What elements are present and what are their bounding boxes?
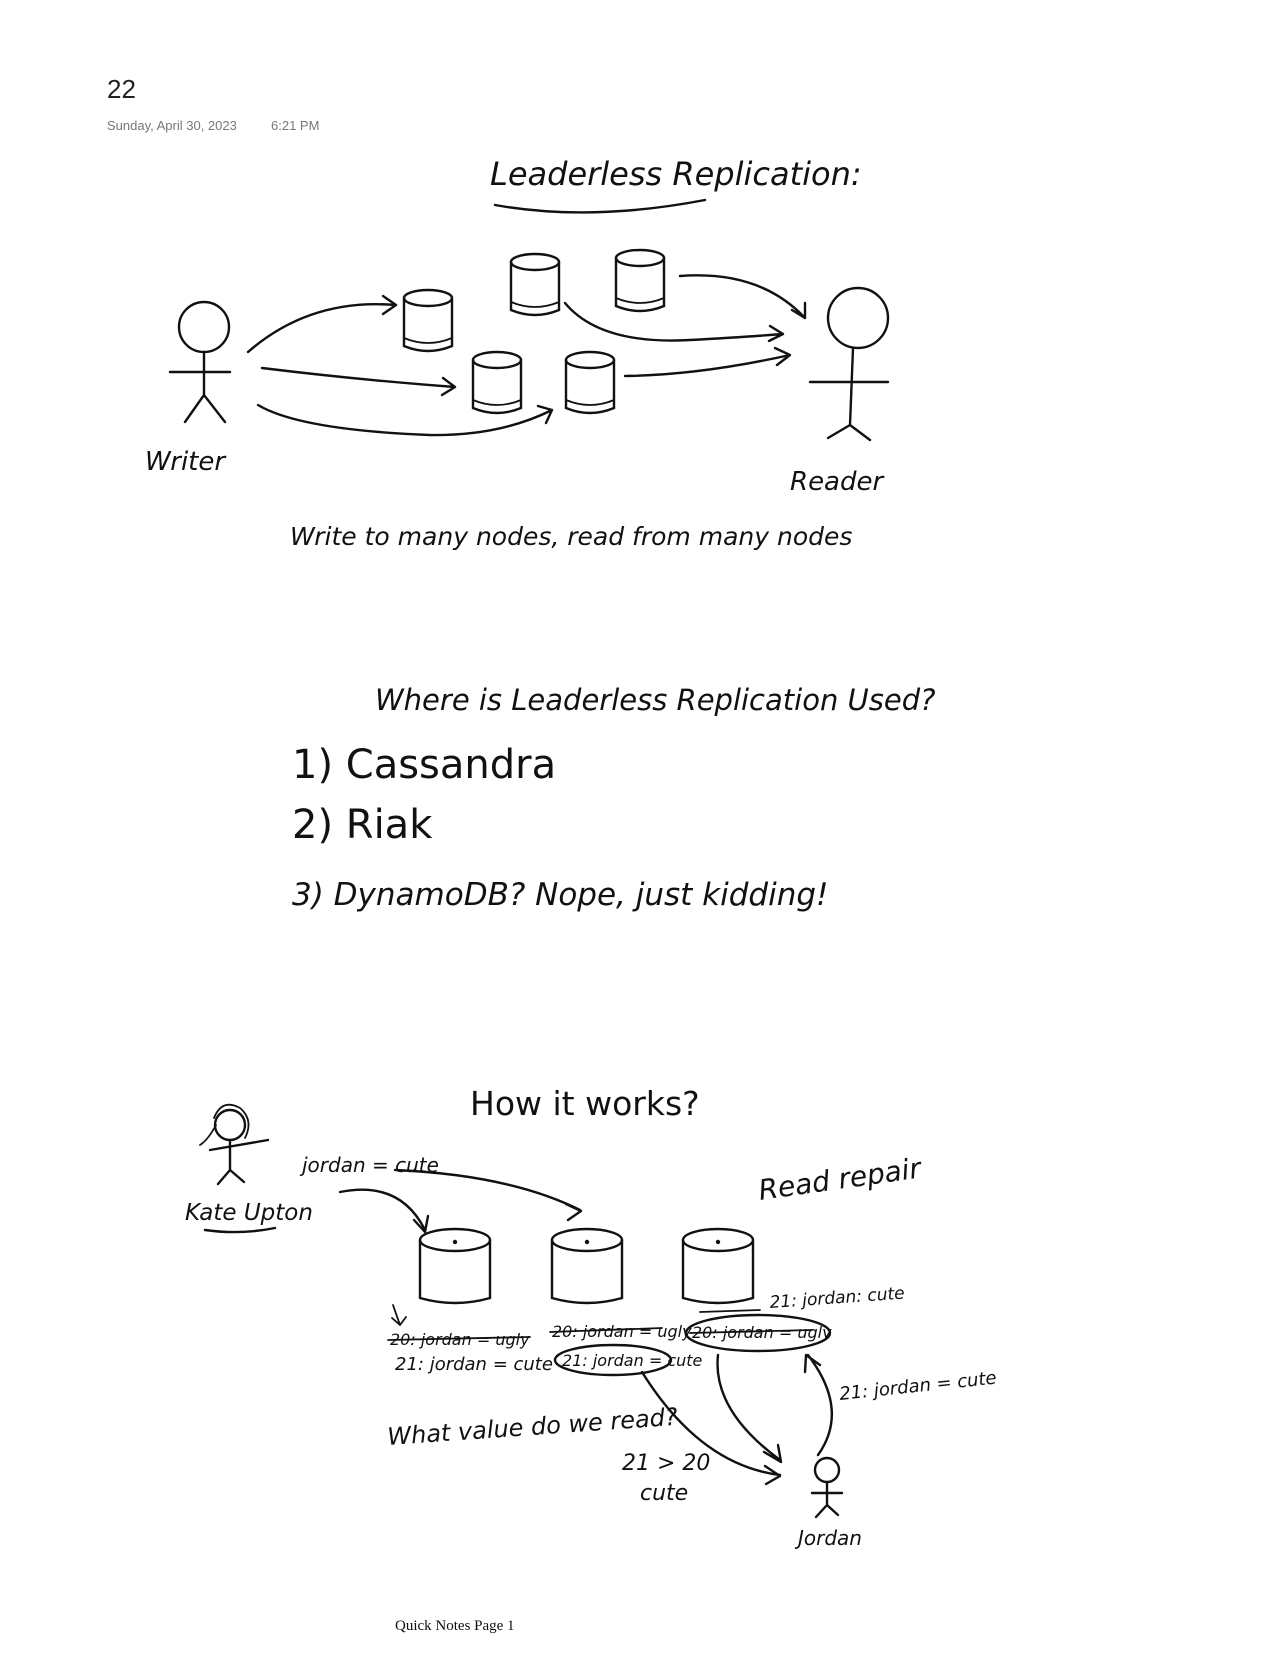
write-arrow-1 xyxy=(246,294,398,354)
read-repair-label: Read repair xyxy=(756,1151,924,1207)
list-item-1: 1) Cassandra xyxy=(292,742,556,788)
kate-label: Kate Upton xyxy=(185,1200,313,1226)
replica1-old-value: 20: jordan = ugly xyxy=(390,1330,530,1349)
read-arrow-replica2 xyxy=(640,1370,782,1486)
replica3-new-top: 21: jordan: cute xyxy=(769,1284,905,1313)
db-node-5 xyxy=(564,350,616,415)
question-text: What value do we read? xyxy=(386,1403,678,1451)
section2-title: Where is Leaderless Replication Used? xyxy=(375,683,936,717)
replica2-old-value: 20: jordan = ugly xyxy=(552,1322,692,1341)
jordan-label: Jordan xyxy=(794,1526,862,1550)
db-node-4 xyxy=(471,350,523,415)
write-arrow-3 xyxy=(256,403,554,437)
repair-value-label: 21: jordan = cute xyxy=(838,1368,997,1405)
writer-figure xyxy=(168,300,232,424)
db-replica-3 xyxy=(681,1227,755,1305)
db-node-3 xyxy=(614,248,666,313)
write-arrow-b xyxy=(393,1168,583,1222)
read-arrow-2 xyxy=(563,301,785,343)
page-footer: Quick Notes Page 1 xyxy=(395,1618,515,1634)
kate-underline xyxy=(203,1226,277,1234)
section3-title: How it works? xyxy=(470,1084,700,1123)
jordan-figure xyxy=(810,1456,844,1519)
title-underline xyxy=(493,198,707,214)
reader-figure xyxy=(808,286,890,442)
replica1-new-value: 21: jordan = cute xyxy=(395,1354,553,1375)
write-arrow-a xyxy=(338,1188,430,1234)
read-arrow-3 xyxy=(623,346,792,378)
note-date: Sunday, April 30, 2023 xyxy=(107,118,237,133)
list-item-3: 3) DynamoDB? Nope, just kidding! xyxy=(292,877,828,913)
note-time: 6:21 PM xyxy=(271,118,320,133)
page-number: 22 xyxy=(107,74,136,104)
write-value-label: jordan = cute xyxy=(299,1153,439,1177)
compare-line-2: cute xyxy=(640,1481,688,1506)
writer-label: Writer xyxy=(145,447,227,477)
repair-arrow xyxy=(803,1353,834,1457)
read-arrow-replica3 xyxy=(716,1353,783,1464)
db-node-1 xyxy=(402,288,454,353)
read-arrow-1 xyxy=(678,274,807,320)
compare-line-1: 21 > 20 xyxy=(622,1451,710,1476)
db-replica-2 xyxy=(550,1227,624,1305)
db-node-2 xyxy=(509,252,561,317)
db-replica-1 xyxy=(418,1227,492,1305)
list-item-2: 2) Riak xyxy=(292,802,433,848)
reader-label: Reader xyxy=(790,467,885,497)
section1-title: Leaderless Replication: xyxy=(490,155,862,193)
replica3-old-value: 20: jordan = ugly xyxy=(692,1323,832,1342)
section1-caption: Write to many nodes, read from many node… xyxy=(290,522,852,551)
replica2-new-value: 21: jordan = cute xyxy=(562,1351,703,1370)
write-arrow-2 xyxy=(260,366,457,397)
kate-figure xyxy=(199,1103,270,1186)
